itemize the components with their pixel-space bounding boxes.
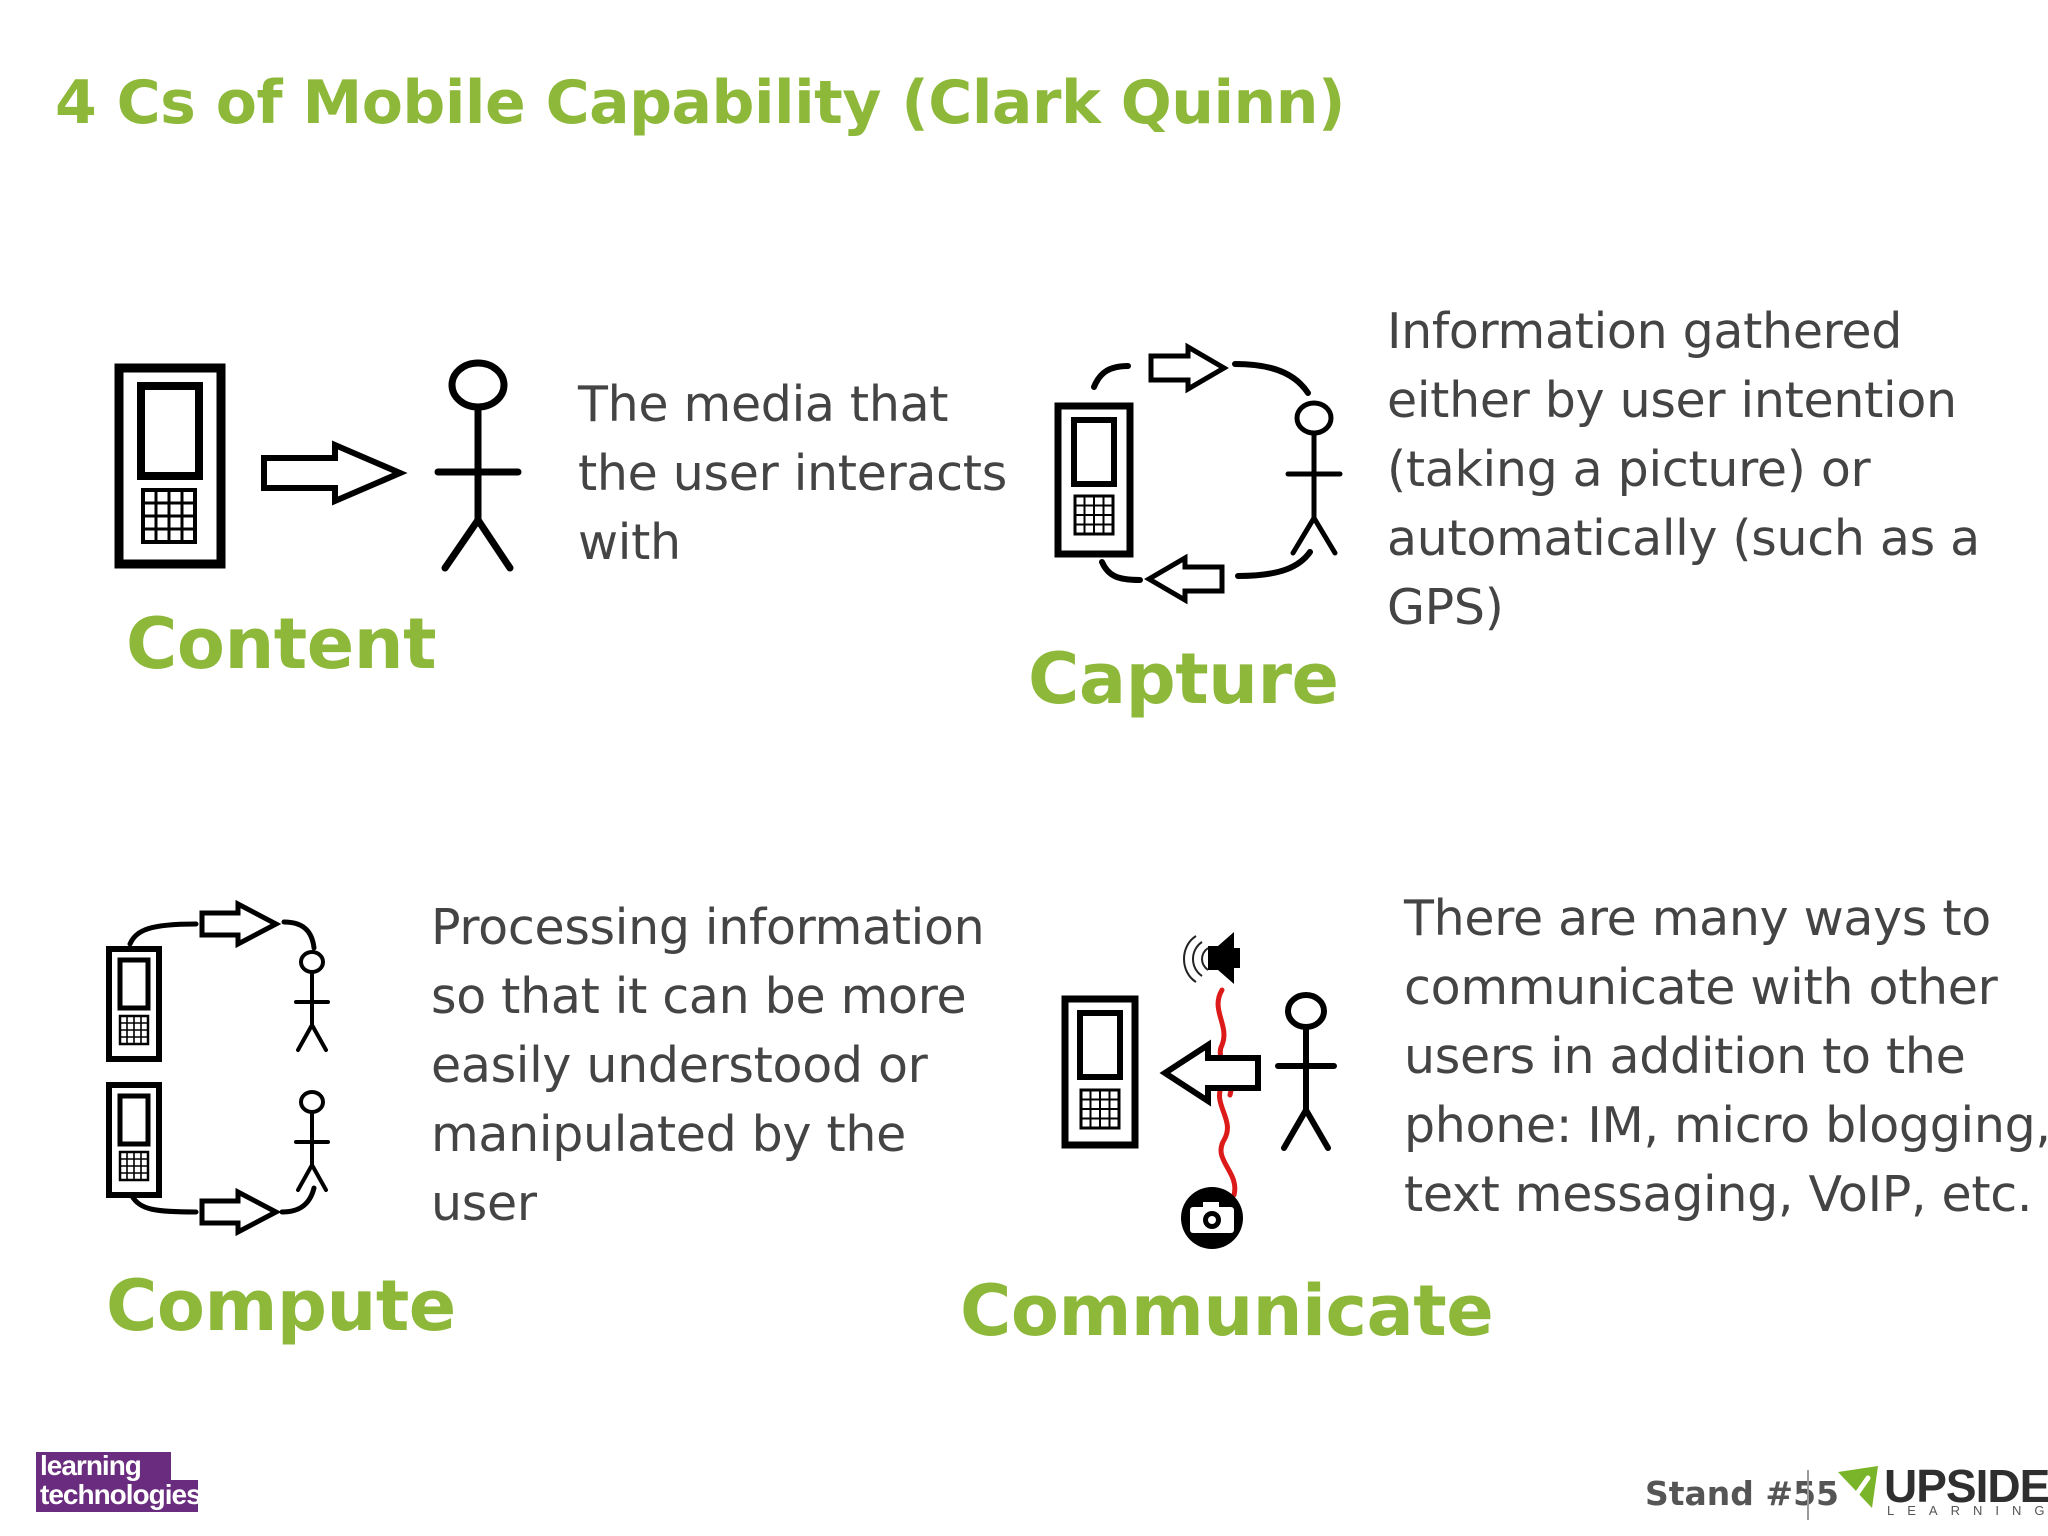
compute-desc-line: user <box>431 1175 537 1232</box>
compute-diagram <box>106 899 330 1237</box>
arrow-left-icon <box>1144 553 1225 605</box>
communicate-desc-line: phone: IM, micro blogging, <box>1404 1097 2048 1154</box>
logo-line-1: learning <box>40 1450 142 1481</box>
content-description: The media that the user interacts with <box>578 370 1007 577</box>
phone-icon <box>106 946 162 1062</box>
capture-diagram <box>1054 342 1343 605</box>
person-icon <box>294 1090 330 1192</box>
capture-label: Capture <box>1028 638 1339 720</box>
logo-line-2: technologies <box>40 1479 202 1510</box>
upside-logo-subtext: LEARNING <box>1887 1503 2048 1518</box>
arrow-left-icon <box>1159 1039 1261 1107</box>
content-diagram <box>114 359 522 572</box>
content-desc-line: The media that <box>578 376 949 433</box>
arrow-right-icon <box>199 1187 282 1237</box>
upside-logo-text: UPSIDE <box>1884 1460 2048 1512</box>
content-label: Content <box>126 603 437 685</box>
person-icon <box>434 359 522 572</box>
phone-icon <box>1054 402 1134 558</box>
arrow-right-icon <box>1148 342 1229 394</box>
capture-desc-line: automatically (such as a <box>1387 510 1980 567</box>
communicate-diagram <box>1061 932 1337 1249</box>
slide-title: 4 Cs of Mobile Capability (Clark Quinn) <box>55 68 1345 138</box>
compute-description: Processing information so that it can be… <box>431 893 985 1238</box>
compute-desc-line: Processing information <box>431 899 985 956</box>
capture-desc-line: GPS) <box>1387 579 1504 636</box>
learning-technologies-logo: learning technologies <box>36 1450 202 1514</box>
communicate-desc-line: text messaging, VoIP, etc. <box>1404 1166 2033 1223</box>
arrow-right-icon <box>261 440 408 506</box>
stand-number: Stand #55 <box>1645 1474 1839 1513</box>
communicate-label: Communicate <box>960 1270 1494 1352</box>
compute-desc-line: so that it can be more <box>431 968 967 1025</box>
upside-logo-mark-icon <box>1838 1466 1878 1508</box>
compute-desc-line: easily understood or <box>431 1037 928 1094</box>
communicate-description: There are many ways to communicate with … <box>1404 884 2048 1229</box>
capture-desc-line: Information gathered <box>1387 303 1903 360</box>
person-icon <box>294 950 330 1052</box>
capture-desc-line: (taking a picture) or <box>1387 441 1871 498</box>
arrow-right-icon <box>199 899 282 949</box>
capture-desc-line: either by user intention <box>1387 372 1957 429</box>
communicate-desc-line: communicate with other <box>1404 959 1998 1016</box>
phone-icon <box>114 363 226 569</box>
person-icon <box>1285 400 1343 556</box>
communicate-desc-line: There are many ways to <box>1404 890 1991 947</box>
communicate-desc-line: users in addition to the <box>1404 1028 1966 1085</box>
phone-icon <box>1061 995 1139 1149</box>
speaker-icon <box>1183 932 1240 984</box>
person-icon <box>1275 992 1337 1151</box>
content-desc-line: with <box>578 514 681 571</box>
compute-desc-line: manipulated by the <box>431 1106 906 1163</box>
footer-divider <box>1807 1470 1809 1520</box>
camera-icon <box>1181 1187 1243 1249</box>
compute-label: Compute <box>106 1265 456 1347</box>
capture-description: Information gathered either by user inte… <box>1387 297 1980 642</box>
content-desc-line: the user interacts <box>578 445 1007 502</box>
